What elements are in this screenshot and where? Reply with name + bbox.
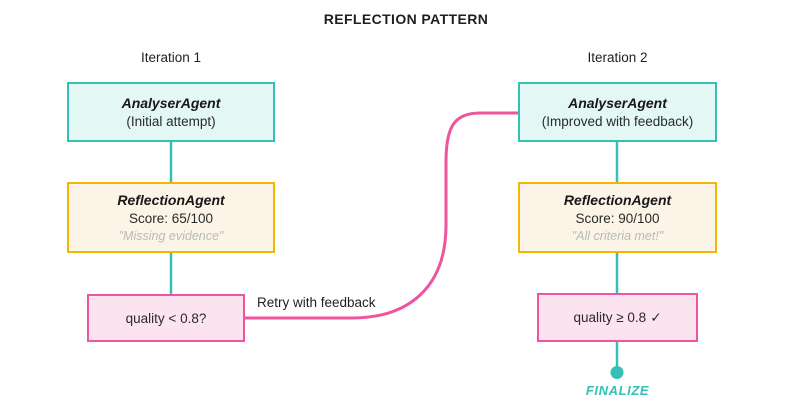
analyser-agent-node-iter1: AnalyserAgent (Initial attempt) [67,82,275,142]
reflection-agent-name: ReflectionAgent [563,192,672,208]
reflection-agent-name: ReflectionAgent [117,192,225,208]
reflection-agent-node-iter1: ReflectionAgent Score: 65/100 "Missing e… [67,182,275,253]
page-title: REFLECTION PATTERN [323,11,489,27]
decision-node-iter2: quality ≥ 0.8✓ [537,293,698,342]
reflection-score: Score: 65/100 [128,211,214,226]
decision-text: quality ≥ 0.8 [573,309,647,325]
finalize-dot [610,366,624,379]
decision-label: quality ≥ 0.8✓ [573,310,661,326]
iteration-2-label: Iteration 2 [587,50,648,65]
reflection-quote: "Missing evidence" [118,229,224,243]
edge-retry-feedback [243,111,520,320]
check-icon: ✓ [650,309,662,325]
finalize-label: FINALIZE [585,383,650,398]
analyser-agent-name: AnalyserAgent [121,95,221,111]
analyser-agent-note: (Improved with feedback) [541,114,694,129]
iteration-1-label: Iteration 1 [140,50,202,65]
reflection-agent-node-iter2: ReflectionAgent Score: 90/100 "All crite… [518,182,717,253]
reflection-quote: "All criteria met!" [571,229,664,243]
analyser-agent-name: AnalyserAgent [568,95,667,111]
analyser-agent-node-iter2: AnalyserAgent (Improved with feedback) [518,82,717,142]
decision-node-iter1: quality < 0.8? [87,294,245,342]
analyser-agent-note: (Initial attempt) [126,114,216,129]
decision-label: quality < 0.8? [125,310,207,326]
retry-edge-label: Retry with feedback [257,295,376,310]
reflection-score: Score: 90/100 [575,211,660,226]
